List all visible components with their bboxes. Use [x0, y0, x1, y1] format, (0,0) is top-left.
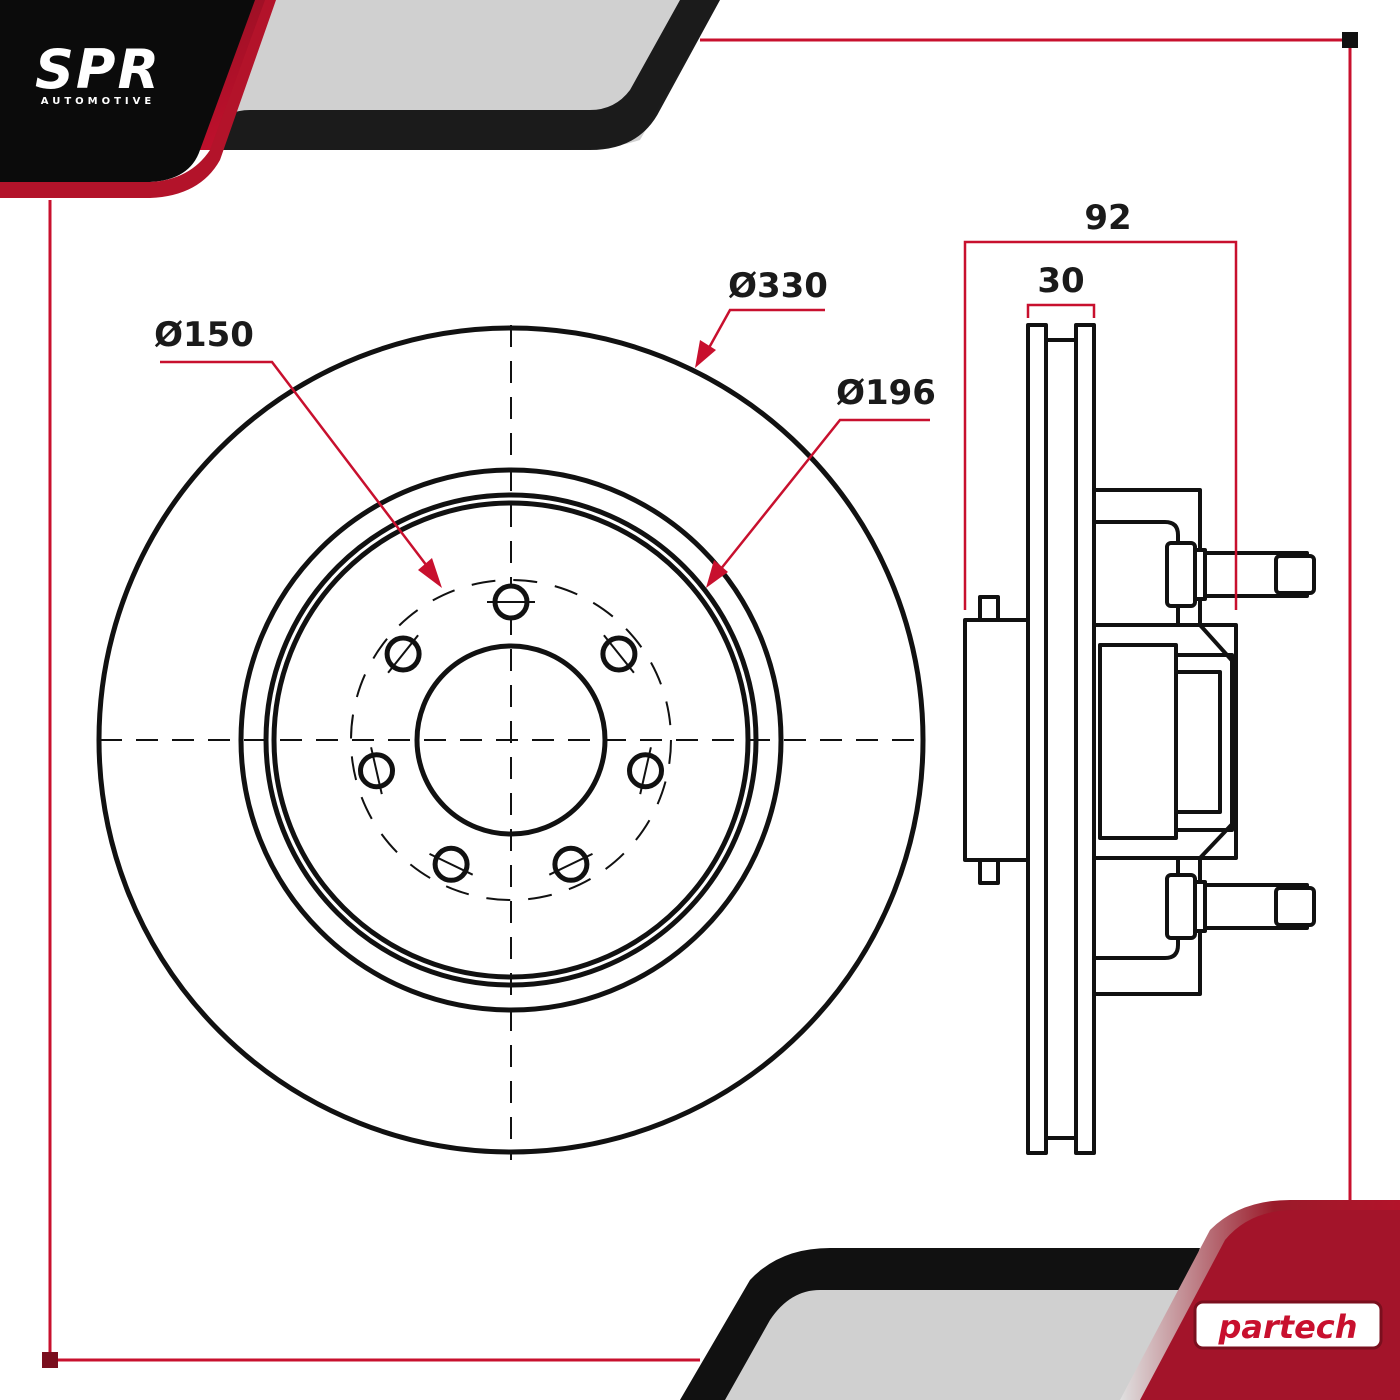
- dim-label-bolt-circle: Ø150: [154, 315, 254, 355]
- dim-label-outer-diameter: Ø330: [728, 266, 828, 306]
- stud-lower-tip: [1274, 886, 1316, 927]
- partech-logo-box: [1193, 1300, 1383, 1350]
- dim-leader-bolt-circle: [160, 360, 431, 571]
- dim-bracket-disc-thickness: [1026, 303, 1096, 318]
- side-spigot-pin-top: [978, 595, 1000, 622]
- disc-hat-ring-1: [263, 492, 759, 988]
- bolt-hole: [627, 747, 664, 795]
- disc-hat-outer: [238, 467, 784, 1013]
- partech-logo-text: partech: [1217, 1308, 1357, 1346]
- bolt-hole-centerline: [639, 747, 652, 795]
- bolt-hole-centerline: [603, 634, 635, 674]
- bolt-circle: [350, 579, 672, 901]
- frame-corner-top-right: [1342, 32, 1358, 48]
- dim-bracket-total-height: [963, 240, 1238, 610]
- bottom-banner: [680, 1200, 1400, 1400]
- bolt-hole-centerline: [387, 634, 419, 674]
- dim-leader-hat: [719, 418, 930, 571]
- stud-lower-head: [1165, 873, 1197, 940]
- dim-arrow-bolt-circle: [418, 558, 442, 588]
- dim-arrow-hat: [706, 560, 728, 588]
- side-bearing-chamfer-top: [1198, 623, 1238, 667]
- bolt-hole: [429, 845, 474, 883]
- dim-leader-outer: [703, 308, 825, 356]
- bolt-hole-centerline: [370, 747, 383, 795]
- side-spigot: [963, 618, 1030, 862]
- stud-upper-tip: [1274, 554, 1316, 595]
- side-stud-upper: [1165, 541, 1316, 608]
- side-view-dimensions: [963, 240, 1238, 610]
- center-bore: [414, 643, 608, 837]
- side-bearing-cone: [1174, 653, 1234, 832]
- bolt-holes: [358, 583, 664, 883]
- stud-upper-head: [1165, 541, 1197, 608]
- side-stud-lower: [1165, 873, 1316, 940]
- spr-logo: SPR AUTOMOTIVE: [35, 38, 161, 107]
- frame-corner-bottom-left: [42, 1352, 58, 1368]
- front-view-dimensions: Ø330 Ø150 Ø196: [154, 266, 936, 588]
- disc-side-view: [963, 323, 1316, 1155]
- top-banner: [0, 0, 720, 198]
- side-bearing-chamfer-bottom: [1198, 818, 1238, 860]
- side-outer-plate: [1026, 323, 1048, 1155]
- side-inner-plate: [1074, 323, 1096, 1155]
- dim-label-hat-diameter: Ø196: [836, 373, 936, 413]
- partech-logo: partech: [1193, 1300, 1383, 1350]
- top-banner-logo-block: [0, 0, 255, 182]
- bolt-hole: [384, 634, 422, 674]
- disc-front-view: [96, 325, 926, 1160]
- dim-label-total-height: 92: [1084, 198, 1131, 238]
- side-bearing-seat: [1098, 643, 1178, 840]
- red-frame: [48, 38, 1352, 1362]
- side-spigot-pin-bottom: [978, 858, 1000, 885]
- spr-logo-tagline: AUTOMOTIVE: [41, 96, 155, 107]
- bottom-banner-dark-swoosh: [680, 1248, 1200, 1400]
- top-banner-dark-swoosh: [200, 0, 720, 150]
- side-vent-gap: [1044, 338, 1078, 1140]
- dim-arrow-outer: [695, 340, 716, 368]
- dim-label-disc-thickness: 30: [1037, 261, 1084, 301]
- bolt-hole: [548, 845, 593, 883]
- bolt-hole: [600, 634, 638, 674]
- disc-outer-edge: [96, 325, 926, 1155]
- bolt-hole: [358, 747, 395, 795]
- bolt-hole-centerline: [429, 852, 474, 876]
- spr-logo-text: SPR: [35, 38, 161, 101]
- disc-hat-ring-2: [271, 500, 751, 980]
- side-bearing-taper: [1174, 670, 1222, 814]
- bolt-hole-centerline: [548, 852, 593, 876]
- bolt-hole: [487, 583, 535, 621]
